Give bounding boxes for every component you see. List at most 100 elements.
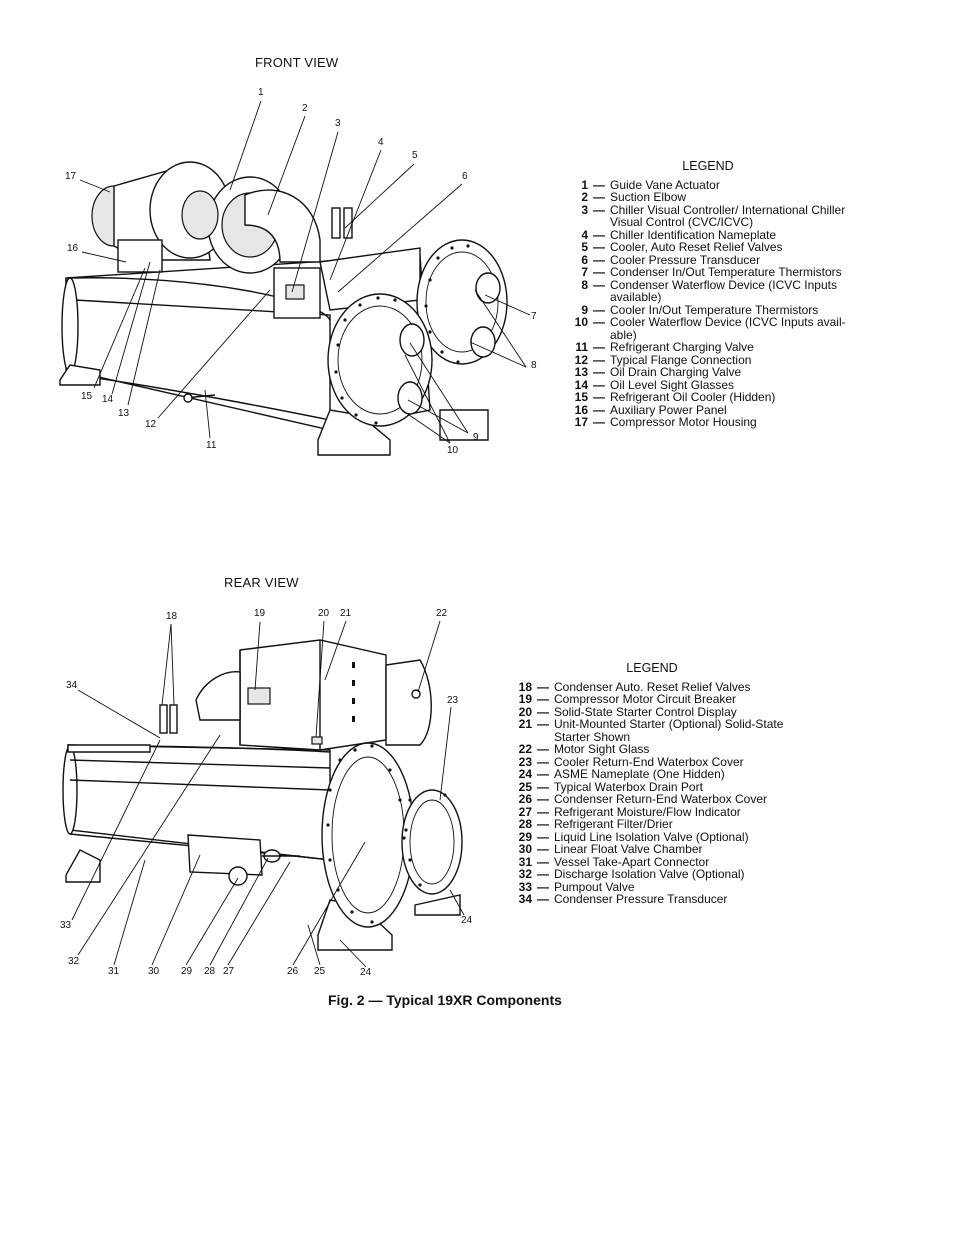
legend-item: 27—Refrigerant Moisture/Flow Indicator bbox=[502, 805, 802, 819]
legend-number: 28 bbox=[518, 817, 532, 831]
legend-item: 22—Motor Sight Glass bbox=[502, 743, 802, 756]
legend-item: 33—Pumpout Valve bbox=[502, 879, 802, 894]
legend-number: 22 bbox=[518, 742, 532, 756]
legend-dash: — bbox=[537, 892, 549, 906]
legend-number: 34 bbox=[518, 892, 532, 906]
legend-item: 28 — Refrigerant Filter/Drier bbox=[502, 818, 802, 831]
legend-dash: — bbox=[537, 842, 549, 856]
legend-item: 32—Discharge Isolation Valve (Optional) bbox=[502, 868, 802, 881]
legend-dash: — bbox=[593, 177, 605, 192]
legend-text: Cooler Pressure Transducer bbox=[610, 252, 761, 267]
legend-number: 32 bbox=[518, 867, 532, 881]
callout-22: 22 bbox=[436, 608, 448, 619]
callout-20: 20 bbox=[318, 608, 330, 619]
legend-text: Liquid Line Isolation Valve (Optional) bbox=[554, 829, 749, 844]
legend-number: 19 bbox=[518, 692, 532, 706]
legend-item: 19—Compressor Motor Circuit Breaker bbox=[502, 693, 802, 706]
legend-item: 12—Typical Flange Connection bbox=[558, 352, 858, 367]
legend-number: 30 bbox=[518, 842, 532, 856]
legend-text: Refrigerant Charging Valve bbox=[610, 340, 754, 354]
callout-18: 18 bbox=[166, 611, 178, 622]
legend-dash: — bbox=[537, 754, 549, 769]
legend-number: 16 bbox=[574, 402, 588, 417]
legend-item: 23—Cooler Return-End Waterbox Cover bbox=[502, 754, 802, 769]
legend-number: 25 bbox=[518, 779, 532, 794]
legend-item: 7—Condenser In/Out Temperature Thermisto… bbox=[558, 266, 858, 279]
legend-dash: — bbox=[593, 302, 605, 317]
callout-19: 19 bbox=[254, 608, 266, 619]
callout-28: 28 bbox=[204, 966, 216, 977]
legend-text: Refrigerant Oil Cooler (Hidden) bbox=[610, 390, 776, 404]
callout-30: 30 bbox=[148, 966, 160, 977]
callout-27: 27 bbox=[223, 966, 235, 977]
legend-item: 8—Condenser Waterflow Device (ICVC Input… bbox=[558, 277, 858, 304]
legend-dash: — bbox=[593, 240, 605, 254]
legend-dash: — bbox=[593, 190, 605, 204]
callout-8: 8 bbox=[531, 360, 537, 371]
callout-29: 29 bbox=[181, 966, 193, 977]
legend-dash: — bbox=[593, 352, 605, 367]
legend-item: 11 — Refrigerant Charging Valve bbox=[558, 341, 858, 354]
legend-number: 21 bbox=[518, 717, 532, 731]
legend-item: 1—Guide Vane Actuator bbox=[558, 177, 858, 192]
callout-24a: 24 bbox=[461, 915, 473, 926]
legend-number: 24 bbox=[518, 767, 532, 781]
legend-number: 11 bbox=[575, 340, 588, 354]
legend-dash: — bbox=[537, 767, 549, 781]
legend-dash: — bbox=[593, 340, 605, 354]
legend-item: 31—Vessel Take-Apart Connector bbox=[502, 854, 802, 869]
legend-number: 2 bbox=[581, 190, 588, 204]
legend-item: 3—Chiller Visual Controller/ Internation… bbox=[558, 202, 858, 229]
callout-1: 1 bbox=[258, 87, 264, 98]
legend-item: 34 — Condenser Pressure Transducer bbox=[502, 893, 802, 906]
legend-item: 24 — ASME Nameplate (One Hidden) bbox=[502, 768, 802, 781]
legend-dash: — bbox=[537, 679, 549, 694]
legend-text: Cooler Waterflow Device (ICVC Inputs ava… bbox=[610, 315, 846, 342]
legend-item: 4—Chiller Identification Nameplate bbox=[558, 228, 858, 242]
callout-13: 13 bbox=[118, 408, 130, 419]
callout-32: 32 bbox=[68, 956, 80, 967]
legend-dash: — bbox=[593, 277, 605, 292]
legend-text: Guide Vane Actuator bbox=[610, 177, 720, 192]
legend-text: Compressor Motor Housing bbox=[610, 415, 757, 429]
legend-text: Condenser Auto. Reset Relief Valves bbox=[554, 679, 751, 694]
legend-item: 9—Cooler In/Out Temperature Thermistors bbox=[558, 302, 858, 317]
callout-12: 12 bbox=[145, 419, 157, 430]
legend-text: Vessel Take-Apart Connector bbox=[554, 854, 710, 869]
callout-2: 2 bbox=[302, 103, 308, 114]
legend-dash: — bbox=[537, 854, 549, 869]
legend-text: Condenser Pressure Transducer bbox=[554, 892, 728, 906]
legend-item: 10—Cooler Waterflow Device (ICVC Inputs … bbox=[558, 316, 858, 341]
legend-number: 29 bbox=[518, 829, 532, 844]
legend-text: Suction Elbow bbox=[610, 190, 687, 204]
callout-4: 4 bbox=[378, 137, 384, 148]
legend-number: 3 bbox=[581, 202, 588, 217]
legend-dash: — bbox=[593, 315, 605, 329]
legend-text: Cooler, Auto Reset Relief Valves bbox=[610, 240, 783, 254]
callout-10: 10 bbox=[447, 445, 459, 456]
callout-31: 31 bbox=[108, 966, 120, 977]
legend-text: ASME Nameplate (One Hidden) bbox=[554, 767, 725, 781]
legend-text: Refrigerant Filter/Drier bbox=[554, 817, 673, 831]
legend-number: 17 bbox=[574, 415, 588, 429]
callout-16: 16 bbox=[67, 243, 79, 254]
legend-number: 26 bbox=[518, 792, 532, 806]
legend-text: Auxiliary Power Panel bbox=[610, 402, 727, 417]
legend-item: 29—Liquid Line Isolation Valve (Optional… bbox=[502, 829, 802, 844]
callout-24b: 24 bbox=[360, 967, 372, 978]
legend-item: 2 — Suction Elbow bbox=[558, 191, 858, 204]
legend-dash: — bbox=[537, 792, 549, 806]
legend-dash: — bbox=[537, 779, 549, 794]
legend-text: Condenser Return-End Waterbox Cover bbox=[554, 792, 767, 806]
callout-34: 34 bbox=[66, 680, 78, 691]
callout-14: 14 bbox=[102, 394, 114, 405]
legend-number: 13 bbox=[574, 365, 588, 379]
callout-17: 17 bbox=[65, 171, 77, 182]
legend-item: 5—Cooler, Auto Reset Relief Valves bbox=[558, 241, 858, 254]
legend-item: 21—Unit-Mounted Starter (Optional) Solid… bbox=[502, 718, 802, 743]
legend-text: Pumpout Valve bbox=[554, 879, 635, 894]
legend-dash: — bbox=[537, 817, 549, 831]
